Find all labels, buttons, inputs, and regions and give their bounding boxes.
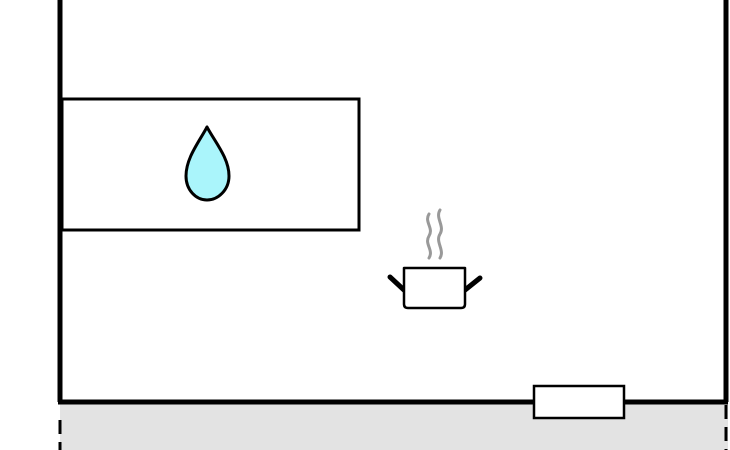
ground-strip (60, 402, 728, 450)
steam-line-left (426, 212, 432, 260)
pot-handle-left (387, 274, 407, 293)
pot-body (402, 266, 467, 310)
steam-line-right (437, 208, 443, 260)
door-icon (532, 384, 626, 420)
water-drop-icon (184, 125, 231, 202)
pot-handle-right (462, 275, 483, 293)
cooking-pot-icon (387, 208, 483, 310)
